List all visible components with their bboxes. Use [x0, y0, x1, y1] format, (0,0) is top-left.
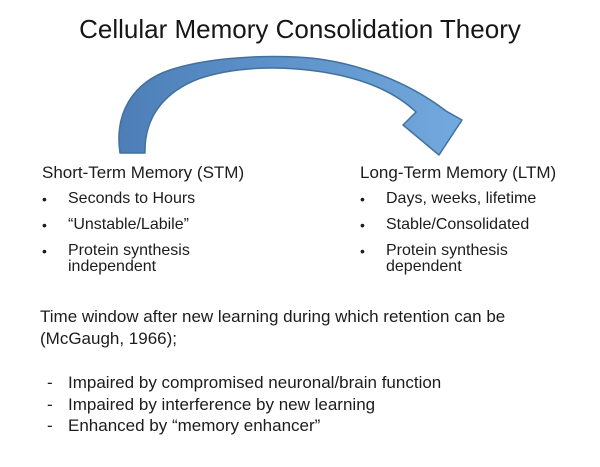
ltm-column: Long-Term Memory (LTM) • Days, weeks, li…: [360, 163, 585, 285]
note-line: (McGaugh, 1966);: [40, 329, 178, 348]
curved-right-arrow-svg: [118, 55, 463, 156]
bullet-text: Days, weeks, lifetime: [386, 190, 537, 207]
list-item: • Days, weeks, lifetime: [360, 190, 585, 208]
list-item: • Protein synthesis dependent: [360, 243, 585, 275]
stm-heading: Short-Term Memory (STM): [42, 163, 245, 182]
bullet-marker: •: [360, 191, 365, 207]
bullet-marker: •: [360, 243, 365, 259]
stm-bullet-list: • Seconds to Hours • “Unstable/Labile” •…: [42, 191, 322, 275]
curved-right-arrow-icon: [98, 50, 478, 165]
bullet-text: Protein synthesis independent: [68, 242, 190, 275]
dash-marker: -: [47, 373, 53, 392]
list-item: - Enhanced by “memory enhancer”: [47, 415, 567, 437]
bullet-marker: •: [42, 191, 47, 207]
bullet-text: Stable/Consolidated: [386, 216, 530, 233]
dash-marker: -: [47, 416, 53, 435]
list-item: • Seconds to Hours: [42, 190, 322, 208]
list-item: • “Unstable/Labile”: [42, 216, 322, 234]
bullet-marker: •: [42, 217, 47, 233]
curved-arrow-shape: [118, 55, 463, 156]
dash-marker: -: [47, 394, 53, 414]
dash-text: Impaired by compromised neuronal/brain f…: [68, 373, 442, 392]
bullet-marker: •: [360, 217, 365, 233]
dash-text: Impaired by interference by new learning: [68, 394, 376, 414]
bullet-text: Protein synthesis dependent: [386, 242, 508, 275]
list-item: • Stable/Consolidated: [360, 216, 585, 234]
list-item: - Impaired by compromised neuronal/brain…: [47, 372, 567, 394]
bullet-marker: •: [42, 243, 47, 259]
note-line: Time window after new learning during wh…: [40, 307, 506, 326]
ltm-bullet-list: • Days, weeks, lifetime • Stable/Consoli…: [360, 191, 585, 275]
bullet-text: “Unstable/Labile”: [68, 216, 189, 233]
list-item: • Protein synthesis independent: [42, 243, 322, 275]
time-window-note: Time window after new learning during wh…: [40, 306, 585, 350]
dash-text: Enhanced by “memory enhancer”: [68, 416, 321, 435]
modulator-list: - Impaired by compromised neuronal/brain…: [47, 372, 567, 437]
ltm-heading: Long-Term Memory (LTM): [360, 163, 557, 182]
bullet-text: Seconds to Hours: [68, 190, 196, 207]
stm-column: Short-Term Memory (STM) • Seconds to Hou…: [42, 163, 322, 285]
page-title: Cellular Memory Consolidation Theory: [79, 14, 521, 44]
list-item: - Impaired by interference by new learni…: [47, 394, 567, 416]
